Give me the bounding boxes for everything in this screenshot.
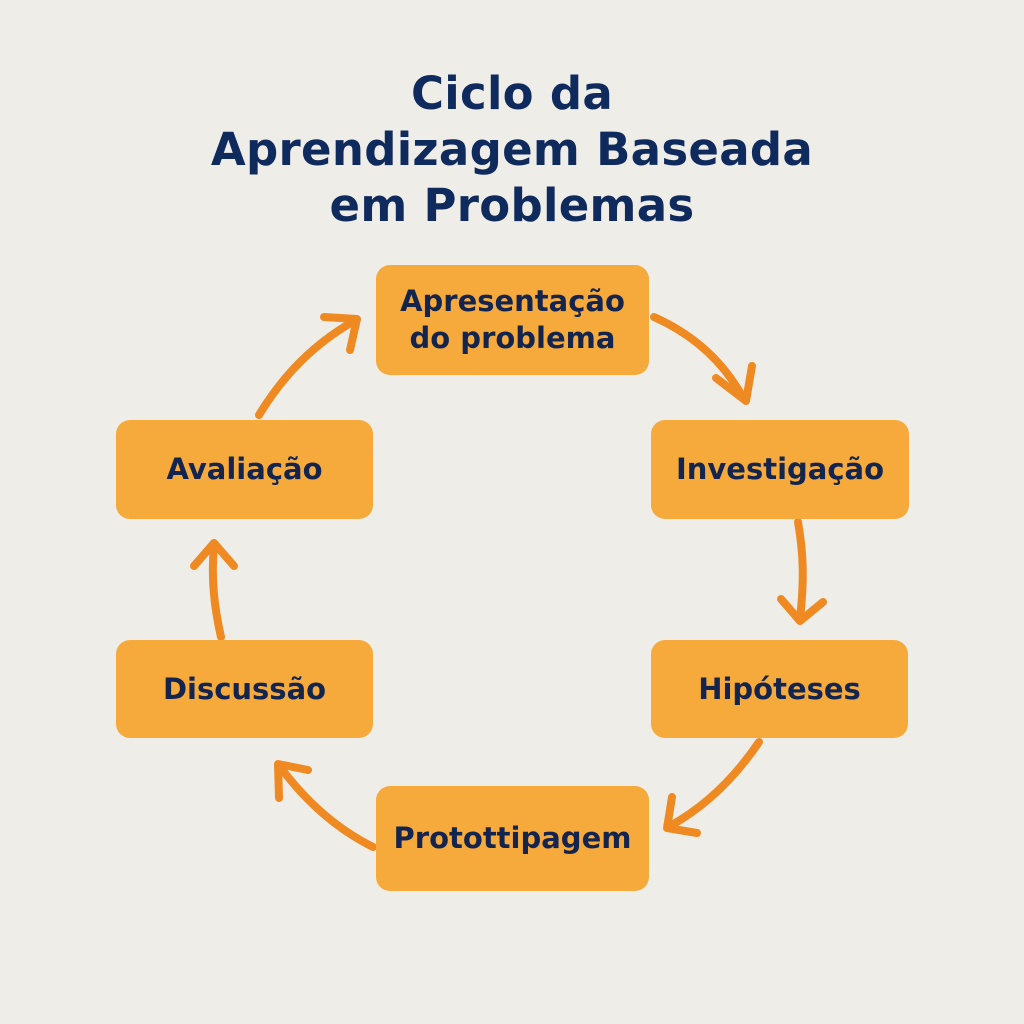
step-label: Discussão xyxy=(162,671,327,706)
step-hipoteses: Hipóteses xyxy=(651,640,908,738)
step-discussao: Discussão xyxy=(116,640,373,738)
arrow-discussao-to-avaliacao xyxy=(190,539,238,641)
arrow-prototipagem-to-discussao xyxy=(274,760,377,851)
arrow-investigacao-to-hipoteses xyxy=(777,518,827,625)
step-label: Hipóteses xyxy=(698,671,861,706)
arrow-hipoteses-to-prototipagem xyxy=(663,738,763,837)
title-line-1: Ciclo da xyxy=(410,67,614,120)
step-prototipagem: Protottipagem xyxy=(376,786,649,891)
step-label-line: do problema xyxy=(409,321,616,355)
step-label: Protottipagem xyxy=(393,821,632,855)
step-label: Investigação xyxy=(675,452,885,486)
step-avaliacao: Avaliação xyxy=(116,420,373,519)
diagram-title: Ciclo da Aprendizagem Baseada em Problem… xyxy=(0,66,1024,234)
arrow-apresentacao-to-investigacao xyxy=(650,313,756,405)
step-investigacao: Investigação xyxy=(651,420,909,519)
title-line-3: em Problemas xyxy=(329,179,695,232)
step-label: Avaliação xyxy=(166,452,323,486)
step-label-line: Apresentação xyxy=(400,284,625,318)
title-line-2: Aprendizagem Baseada xyxy=(210,123,814,176)
arrow-avaliacao-to-apresentacao xyxy=(255,313,361,419)
step-apresentacao-do-problema: Apresentação do problema xyxy=(376,265,649,375)
